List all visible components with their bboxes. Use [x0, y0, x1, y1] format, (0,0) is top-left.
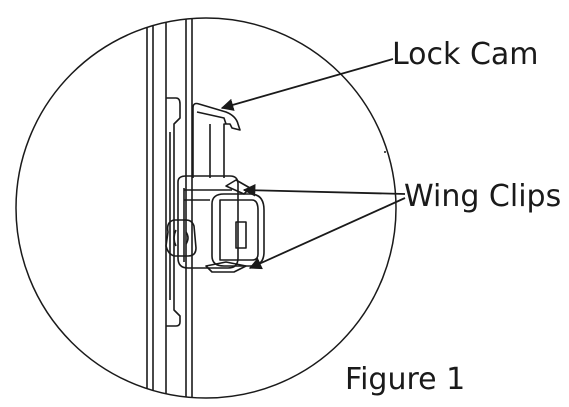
frame-slot [166, 97, 181, 327]
lock-cam-leader [220, 58, 394, 111]
detail-circle [15, 17, 397, 399]
lock-cam-label: Lock Cam [392, 37, 539, 72]
wing-clip-bottom [205, 261, 247, 273]
lock-cam-part [192, 102, 241, 178]
wing-clips-label: Wing Clips [404, 179, 561, 214]
frame-rail [146, 18, 193, 398]
speck [384, 151, 386, 153]
wing-clip-leader-top [242, 183, 406, 197]
lock-body [177, 175, 239, 269]
wing-clip-leader-bottom [248, 197, 406, 270]
lock-knob [165, 219, 197, 257]
figure-caption: Figure 1 [345, 362, 465, 397]
